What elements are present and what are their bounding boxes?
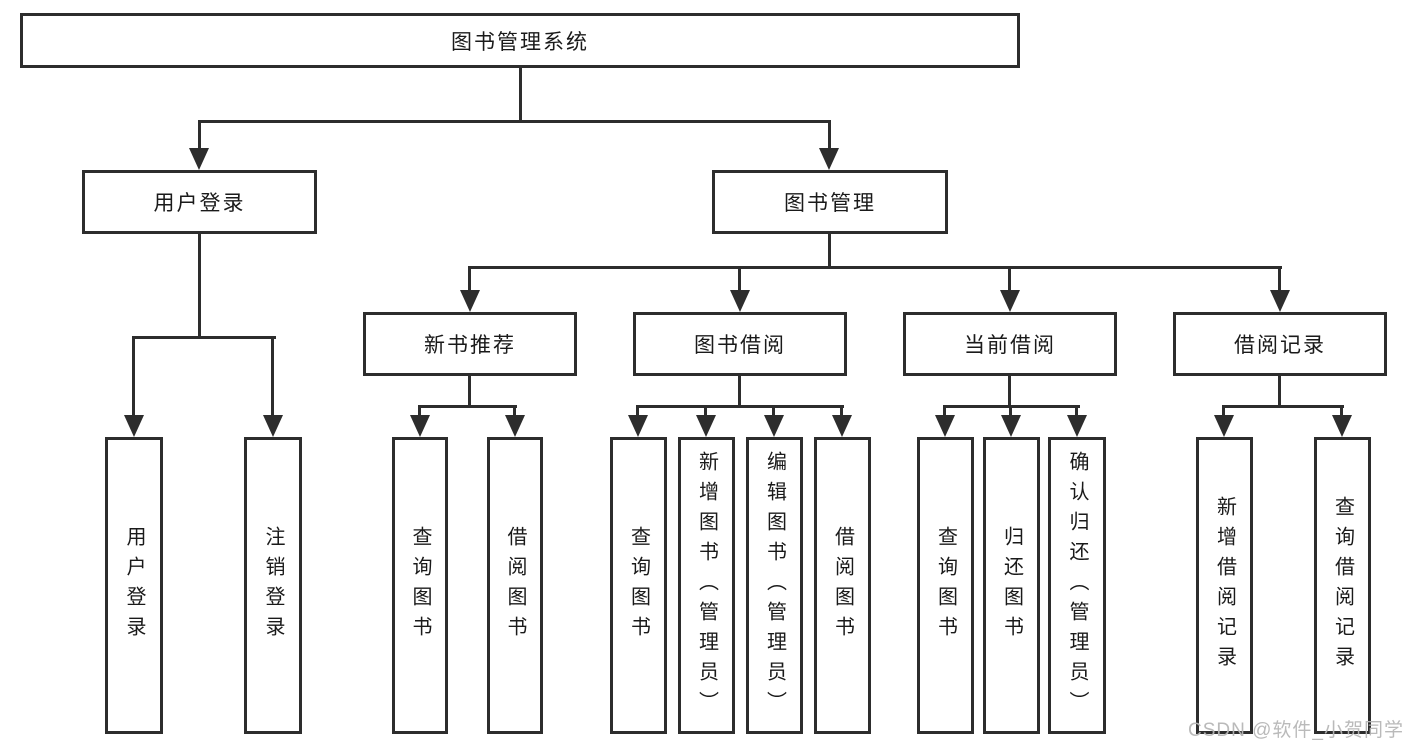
- arrow-down-icon: [819, 148, 839, 170]
- arrow-down-icon: [189, 148, 209, 170]
- node-borrow-record: 借阅记录: [1173, 312, 1387, 376]
- arrow-down-icon: [832, 415, 852, 437]
- leaf-borrow-book-label: 借阅图书: [831, 525, 854, 646]
- leaf-query-book-current: 查询图书: [917, 437, 974, 734]
- connector-drop-leaf: [636, 405, 639, 417]
- arrow-down-icon: [505, 415, 525, 437]
- connector-book-mgmt-bar: [468, 266, 1282, 269]
- arrow-down-icon: [696, 415, 716, 437]
- arrow-down-icon: [730, 290, 750, 312]
- arrow-down-icon: [628, 415, 648, 437]
- leaf-edit-book-admin-label: 编辑图书（管理员）: [763, 450, 786, 721]
- connector-drop-leaf: [1340, 405, 1343, 417]
- leaf-query-book-borrow-label: 查询图书: [627, 525, 650, 646]
- leaf-query-borrow-record-label: 查询借阅记录: [1331, 495, 1354, 676]
- leaf-edit-book-admin: 编辑图书（管理员）: [746, 437, 803, 734]
- leaf-add-book-admin: 新增图书（管理员）: [678, 437, 735, 734]
- node-new-book-recommend: 新书推荐: [363, 312, 577, 376]
- arrow-down-icon: [460, 290, 480, 312]
- leaf-add-borrow-record: 新增借阅记录: [1196, 437, 1253, 734]
- arrow-down-icon: [764, 415, 784, 437]
- leaf-user-login-label: 用户登录: [123, 525, 145, 646]
- leaf-add-book-admin-label: 新增图书（管理员）: [695, 450, 718, 721]
- connector-drop-leaf: [418, 405, 421, 417]
- connector-new-book-bar: [418, 405, 517, 408]
- leaf-borrow-book: 借阅图书: [814, 437, 871, 734]
- leaf-confirm-return-admin: 确认归还（管理员）: [1048, 437, 1106, 734]
- watermark: CSDN @软件_小贺同学: [1188, 720, 1404, 741]
- leaf-logout: 注销登录: [244, 437, 302, 734]
- node-book-borrow: 图书借阅: [633, 312, 847, 376]
- leaf-confirm-return-admin-label: 确认归还（管理员）: [1066, 450, 1088, 721]
- connector-drop-leaf: [132, 336, 135, 415]
- node-current-borrow-label: 当前借阅: [964, 334, 1056, 357]
- leaf-return-book: 归还图书: [983, 437, 1040, 734]
- arrow-down-icon: [935, 415, 955, 437]
- connector-user-login-bar: [132, 336, 276, 339]
- leaf-user-login: 用户登录: [105, 437, 163, 734]
- leaf-query-book-borrow: 查询图书: [610, 437, 667, 734]
- connector-drop-leaf: [840, 405, 843, 417]
- leaf-query-book-recommend-label: 查询图书: [409, 525, 431, 646]
- connector-new-book-stem: [468, 374, 471, 407]
- connector-drop-leaf: [1075, 405, 1078, 417]
- arrow-down-icon: [1067, 415, 1087, 437]
- leaf-query-book-current-label: 查询图书: [934, 525, 957, 646]
- node-root: 图书管理系统: [20, 13, 1020, 68]
- connector-root-stem: [519, 66, 522, 122]
- node-current-borrow: 当前借阅: [903, 312, 1117, 376]
- arrow-down-icon: [410, 415, 430, 437]
- arrow-down-icon: [263, 415, 283, 437]
- node-book-mgmt: 图书管理: [712, 170, 948, 234]
- connector-drop-leaf: [772, 405, 775, 417]
- node-book-mgmt-label: 图书管理: [784, 192, 876, 215]
- connector-borrow-record-bar: [1222, 405, 1344, 408]
- connector-drop-leaf: [271, 336, 274, 415]
- node-root-label: 图书管理系统: [451, 30, 589, 54]
- node-user-login-label: 用户登录: [153, 192, 246, 215]
- arrow-down-icon: [1332, 415, 1352, 437]
- connector-drop-l3: [468, 266, 471, 290]
- leaf-add-borrow-record-label: 新增借阅记录: [1213, 495, 1236, 676]
- arrow-down-icon: [1001, 415, 1021, 437]
- arrow-down-icon: [1000, 290, 1020, 312]
- arrow-down-icon: [1270, 290, 1290, 312]
- connector-drop-leaf: [704, 405, 707, 417]
- connector-drop-l3: [1008, 266, 1011, 290]
- connector-drop-leaf: [943, 405, 946, 417]
- node-user-login: 用户登录: [82, 170, 317, 234]
- node-book-borrow-label: 图书借阅: [694, 334, 786, 357]
- connector-user-login-stem: [198, 232, 201, 338]
- connector-drop-leaf: [1222, 405, 1225, 417]
- connector-drop-book-mgmt: [828, 120, 831, 150]
- leaf-return-book-label: 归还图书: [1000, 525, 1023, 646]
- connector-drop-l3: [738, 266, 741, 290]
- leaf-query-book-recommend: 查询图书: [392, 437, 448, 734]
- connector-drop-leaf: [1009, 405, 1012, 417]
- arrow-down-icon: [124, 415, 144, 437]
- leaf-borrow-book-recommend: 借阅图书: [487, 437, 543, 734]
- connector-current-borrow-stem: [1008, 374, 1011, 407]
- arrow-down-icon: [1214, 415, 1234, 437]
- leaf-logout-label: 注销登录: [262, 525, 284, 646]
- node-new-book-recommend-label: 新书推荐: [424, 334, 516, 357]
- connector-drop-leaf: [513, 405, 516, 417]
- connector-drop-l3: [1278, 266, 1281, 290]
- leaf-query-borrow-record: 查询借阅记录: [1314, 437, 1371, 734]
- connector-book-borrow-bar: [636, 405, 844, 408]
- connector-book-borrow-stem: [738, 374, 741, 407]
- node-borrow-record-label: 借阅记录: [1234, 334, 1326, 357]
- connector-book-mgmt-stem: [828, 232, 831, 268]
- connector-root-bar: [198, 120, 831, 123]
- leaf-borrow-book-recommend-label: 借阅图书: [504, 525, 526, 646]
- connector-borrow-record-stem: [1278, 374, 1281, 407]
- connector-drop-user-login: [198, 120, 201, 150]
